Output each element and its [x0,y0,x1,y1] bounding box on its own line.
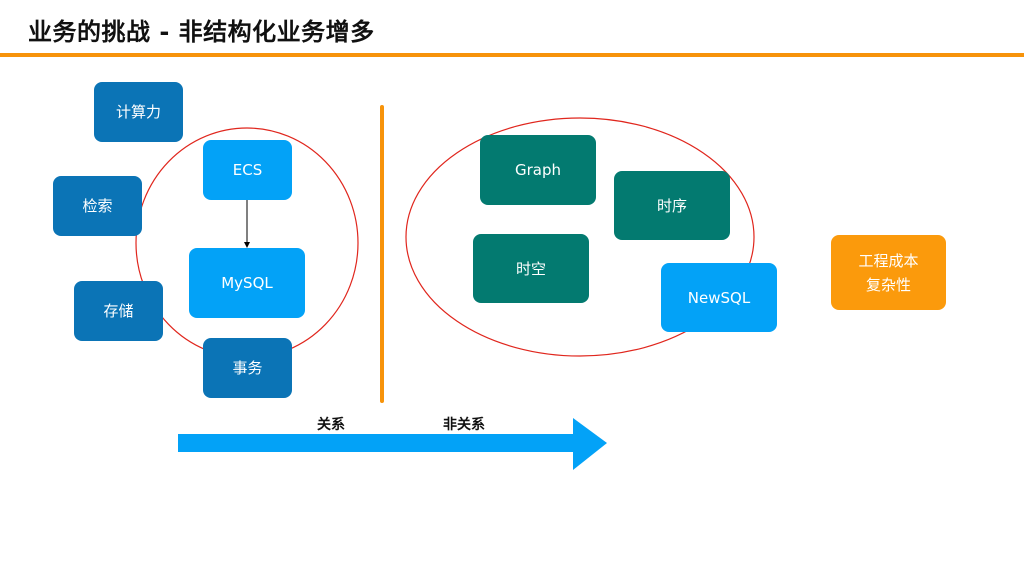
vertical-divider [380,105,384,403]
node-label: ECS [232,161,263,179]
node-spatiotemporal: 时空 [473,234,589,303]
progress-arrow-shaft [178,434,578,452]
node-label: MySQL [221,274,273,292]
title-underline [0,53,1024,57]
node-label: Graph [514,161,561,179]
outcome-box: 工程成本 复杂性 [831,235,946,310]
slide-title: 业务的挑战 - 非结构化业务增多 [28,18,375,46]
node-storage: 存储 [74,281,163,341]
node-mysql: MySQL [189,248,305,318]
node-label: 时空 [515,259,546,278]
progress-arrow-head [573,418,607,470]
node-label: 事务 [232,359,263,377]
node-label: NewSQL [687,288,751,307]
node-timeseries: 时序 [614,171,730,240]
node-newsql: NewSQL [661,263,777,332]
outcome-line-1: 工程成本 [858,251,919,270]
nonrelational-ellipse [405,117,755,357]
label-nonrelational: 非关系 [443,417,485,433]
node-label: 检索 [82,197,113,215]
node-graph: Graph [480,135,596,205]
label-relational: 关系 [317,417,345,433]
node-label: 存储 [103,302,134,320]
node-search: 检索 [53,176,142,236]
arrowhead-icon [244,242,250,248]
node-compute: 计算力 [94,82,183,142]
node-label: 时序 [656,196,687,215]
node-label: 计算力 [115,103,161,121]
outcome-line-2: 复杂性 [865,275,911,294]
node-ecs: ECS [203,140,292,200]
node-transaction: 事务 [203,338,292,398]
